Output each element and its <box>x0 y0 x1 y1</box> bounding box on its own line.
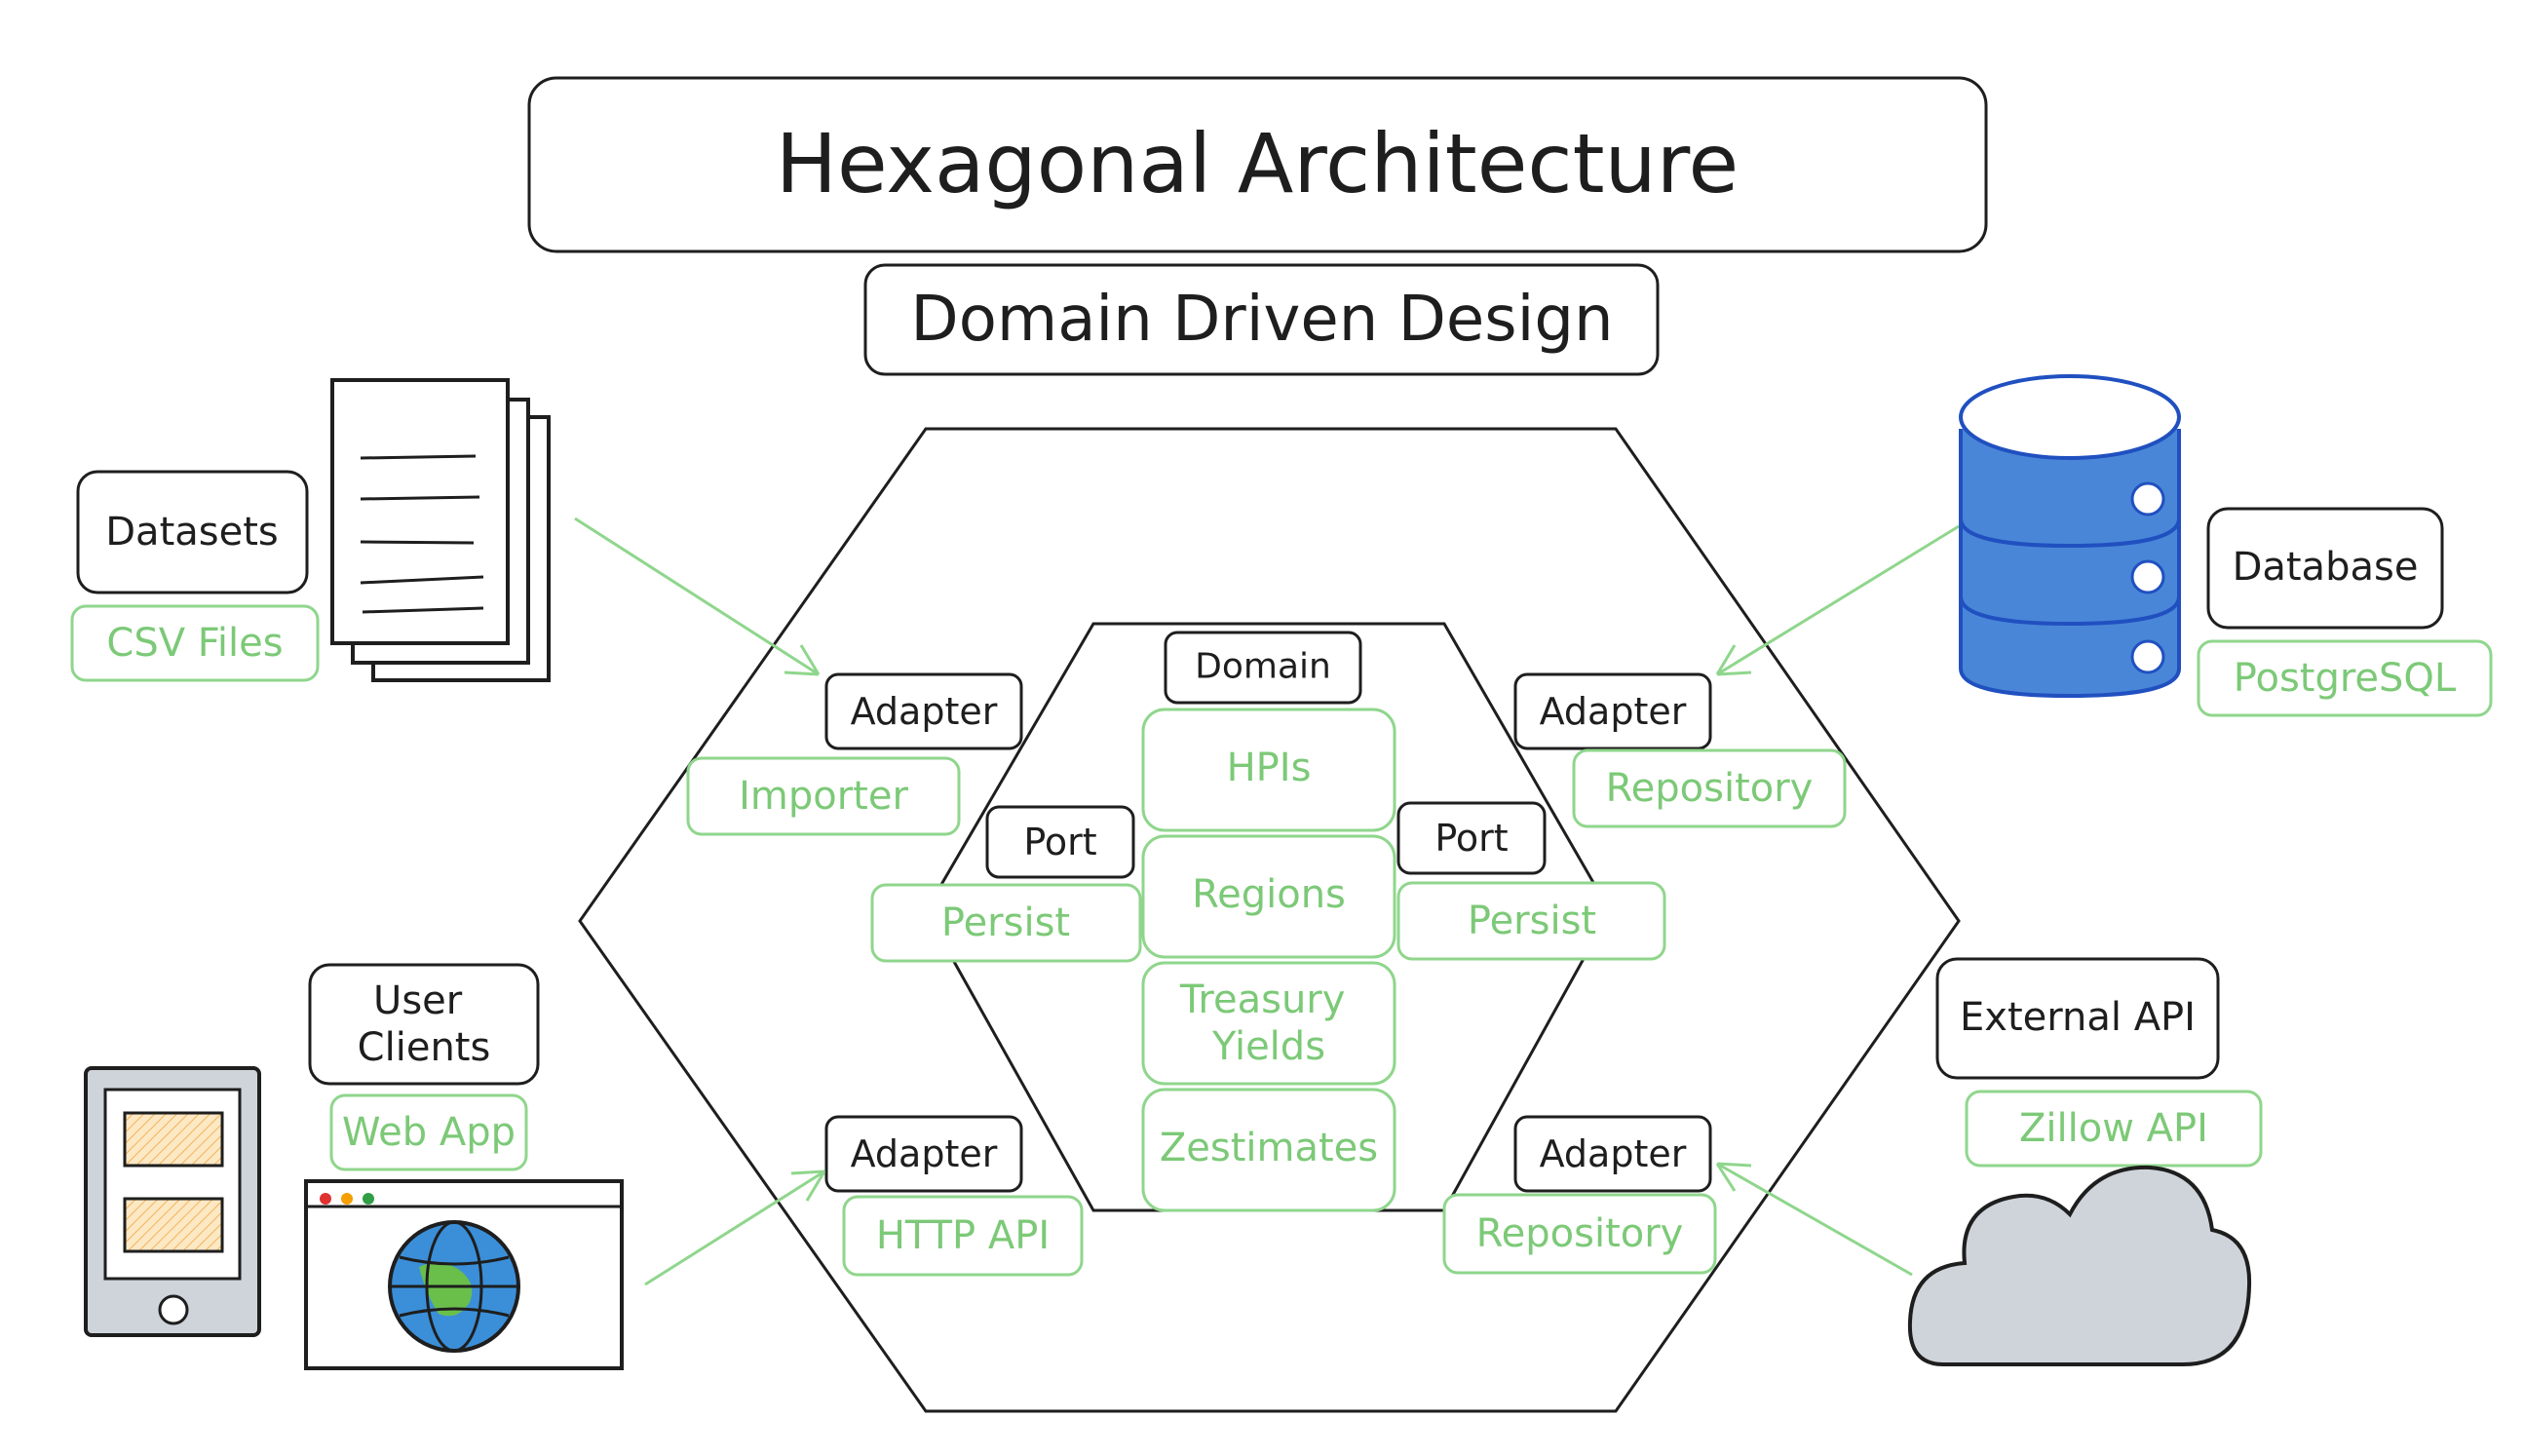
port-right-label: Port <box>1434 817 1508 860</box>
domain-item-label: Zestimates <box>1160 1126 1378 1170</box>
adapter-top-right: Adapter Repository <box>1513 672 1847 828</box>
database-icon <box>1959 374 2181 699</box>
adapter-bottom-left: Adapter HTTP API <box>824 1115 1084 1277</box>
domain-item-treasury-yields: Treasury Yields <box>1141 961 1396 1086</box>
datasets-node: Datasets CSV Files <box>70 470 320 682</box>
tablet-icon <box>84 1066 261 1337</box>
datasets-sub: CSV Files <box>106 621 283 666</box>
adapter-sub: Importer <box>739 774 908 819</box>
adapter-sub: Repository <box>1606 766 1814 811</box>
domain-item-label: HPIs <box>1227 746 1312 790</box>
port-right: Port Persist <box>1396 801 1666 961</box>
user-clients-sub: Web App <box>342 1110 516 1155</box>
external-api-label: External API <box>1960 995 2196 1040</box>
page-subtitle: Domain Driven Design <box>910 284 1613 356</box>
datasets-label: Datasets <box>105 510 278 555</box>
adapter-bottom-right: Adapter Repository <box>1442 1115 1717 1275</box>
adapter-sub: HTTP API <box>876 1213 1050 1258</box>
user-clients-node: User Clients Web App <box>308 963 540 1171</box>
database-label: Database <box>2233 545 2419 590</box>
page-title: Hexagonal Architecture <box>776 116 1739 211</box>
title-box: Hexagonal Architecture <box>527 76 1988 253</box>
subtitle-box: Domain Driven Design <box>863 263 1660 376</box>
external-api-node: External API Zillow API <box>1935 957 2263 1168</box>
arrow-repository-to-database <box>1715 524 1960 676</box>
domain-item-label: Treasury Yields <box>1179 977 1358 1069</box>
port-left-sub: Persist <box>941 900 1070 945</box>
domain-item-label: Regions <box>1192 872 1346 917</box>
domain-item-zestimates: Zestimates <box>1141 1088 1396 1212</box>
documents-icon <box>330 378 551 682</box>
port-right-sub: Persist <box>1468 899 1596 943</box>
cloud-icon <box>1907 1165 2252 1366</box>
port-left-label: Port <box>1023 821 1096 863</box>
adapter-label: Adapter <box>851 1132 998 1175</box>
database-node: Database PostgreSQL <box>2197 507 2493 717</box>
arrow-webapp-to-http-api <box>644 1169 826 1286</box>
adapter-label: Adapter <box>851 690 998 733</box>
domain-label: Domain <box>1195 647 1331 687</box>
arrow-repository-to-external-api <box>1715 1162 1913 1277</box>
adapter-label: Adapter <box>1540 690 1687 733</box>
user-clients-label: User Clients <box>358 978 491 1070</box>
adapter-top-left: Adapter Importer <box>686 672 1023 836</box>
domain-item-regions: Regions <box>1141 834 1396 959</box>
port-left: Port Persist <box>870 805 1142 963</box>
browser-globe-icon <box>304 1179 624 1370</box>
database-sub: PostgreSQL <box>2234 656 2457 701</box>
outer-hexagon <box>578 427 1961 1413</box>
external-api-sub: Zillow API <box>2019 1106 2208 1151</box>
adapter-label: Adapter <box>1540 1132 1687 1175</box>
adapter-sub: Repository <box>1476 1211 1684 1256</box>
domain-item-hpis: HPIs <box>1141 708 1396 832</box>
domain-label-box: Domain <box>1164 631 1362 705</box>
arrow-datasets-to-importer <box>574 517 821 676</box>
